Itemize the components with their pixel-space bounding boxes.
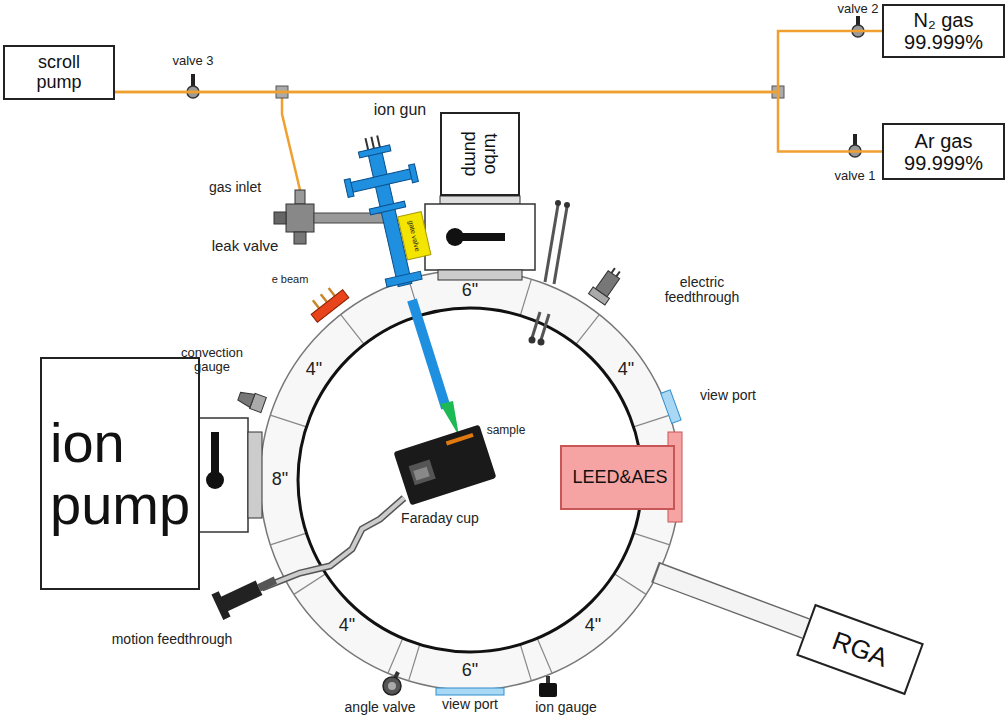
ion-beam-tip: [440, 401, 459, 436]
gate-valve-body: [198, 418, 248, 532]
valve-symbol: [187, 74, 199, 98]
node-text: Ar gas: [915, 130, 973, 152]
port-size: 8": [272, 470, 288, 490]
view-port-window: [661, 390, 681, 423]
gate-valve-body: [425, 204, 535, 270]
gas-line: [115, 31, 882, 92]
ring-dividers: [270, 279, 669, 681]
ion-gun-nozzle: [412, 300, 446, 408]
angle-valve-symbol: [388, 682, 396, 690]
part-label: motion feedthrough: [112, 632, 233, 647]
port-flange: [438, 270, 522, 280]
node-text: N₂ gas: [913, 9, 973, 31]
gas-bottle-box: N₂ gas99.999%: [882, 4, 1005, 58]
e-beam-source: [305, 282, 349, 322]
faraday-cup-holder: [394, 424, 497, 505]
node-text: scroll pump: [13, 53, 105, 93]
node-text: ion pump: [50, 412, 180, 535]
ring-divider: [270, 415, 306, 427]
ring-divider: [520, 279, 531, 315]
ring-divider: [634, 415, 670, 427]
rga-tube: [657, 573, 815, 632]
port-stem: [546, 676, 550, 684]
port-size: 4": [306, 360, 322, 380]
part-label: ion gun: [374, 101, 427, 119]
pump-box: scroll pump: [3, 45, 115, 100]
manipulator-arm: [262, 498, 404, 588]
rga-tube: [655, 572, 815, 632]
pump-box: turbo pump: [440, 112, 520, 196]
port-flange: [248, 432, 262, 518]
ring-divider: [520, 644, 531, 680]
ring-divider: [634, 533, 670, 545]
instrument-box: RGA: [796, 604, 924, 695]
node-text: RGA: [829, 626, 892, 672]
manipulator-arm: [262, 498, 404, 588]
valve-symbol: [849, 134, 861, 157]
ring-divider: [537, 638, 552, 673]
part-label: ion gauge: [535, 700, 597, 715]
manipulator-rods: [529, 200, 571, 346]
node-text: 99.999%: [904, 31, 983, 53]
convection-gauge-symbol: [236, 389, 266, 413]
part-label: e beam: [272, 273, 309, 285]
angle-valve-symbol: [383, 677, 401, 695]
valve-label: valve 1: [834, 169, 875, 183]
ion-gauge-symbol: [539, 683, 557, 697]
node-text: turbo pump: [460, 126, 500, 182]
electric-feedthrough-symbol: [589, 264, 626, 305]
ring-divider: [270, 533, 306, 545]
ring-divider: [341, 315, 364, 345]
port-size: 4": [339, 616, 355, 636]
port-size: 4": [585, 616, 601, 636]
instrument-box: LEED&AES: [560, 445, 675, 510]
valve-symbol: [852, 16, 864, 37]
pump-box: ion pump: [40, 357, 200, 590]
part-label: view port: [442, 697, 498, 712]
part-label: convection gauge: [172, 346, 252, 375]
valve-handle: [455, 233, 505, 241]
valve-label: valve 2: [837, 2, 878, 16]
part-label: sample: [487, 424, 526, 437]
port-size: 6": [462, 661, 478, 681]
part-label: electric feedthrough: [655, 275, 750, 306]
part-label: angle valve: [345, 700, 416, 715]
gas-bottle-box: Ar gas99.999%: [882, 123, 1005, 180]
chamber-flange-ring: [260, 270, 680, 690]
leak-valve-symbol: [274, 190, 314, 244]
node-text: 99.999%: [904, 152, 983, 174]
ring-divider: [614, 574, 646, 595]
part-label: gas inlet: [209, 180, 261, 195]
ion-gun-symbol: [336, 129, 440, 293]
motion-feedthrough-symbol: [211, 567, 281, 619]
valve-handle: [206, 471, 224, 489]
turbo-flange: [440, 196, 520, 204]
gas-line: [282, 92, 300, 190]
ring-divider: [409, 644, 420, 680]
port-size: 4": [618, 360, 634, 380]
valve-label: valve 3: [172, 54, 213, 68]
part-label: view port: [700, 388, 756, 403]
port-size: 6": [462, 281, 478, 301]
ring-divider: [576, 315, 599, 345]
node-text: LEED&AES: [573, 468, 663, 488]
part-label: leak valve: [212, 238, 279, 255]
ring-divider: [388, 638, 403, 673]
part-label: Faraday cup: [401, 511, 479, 526]
view-port-window: [436, 688, 504, 695]
